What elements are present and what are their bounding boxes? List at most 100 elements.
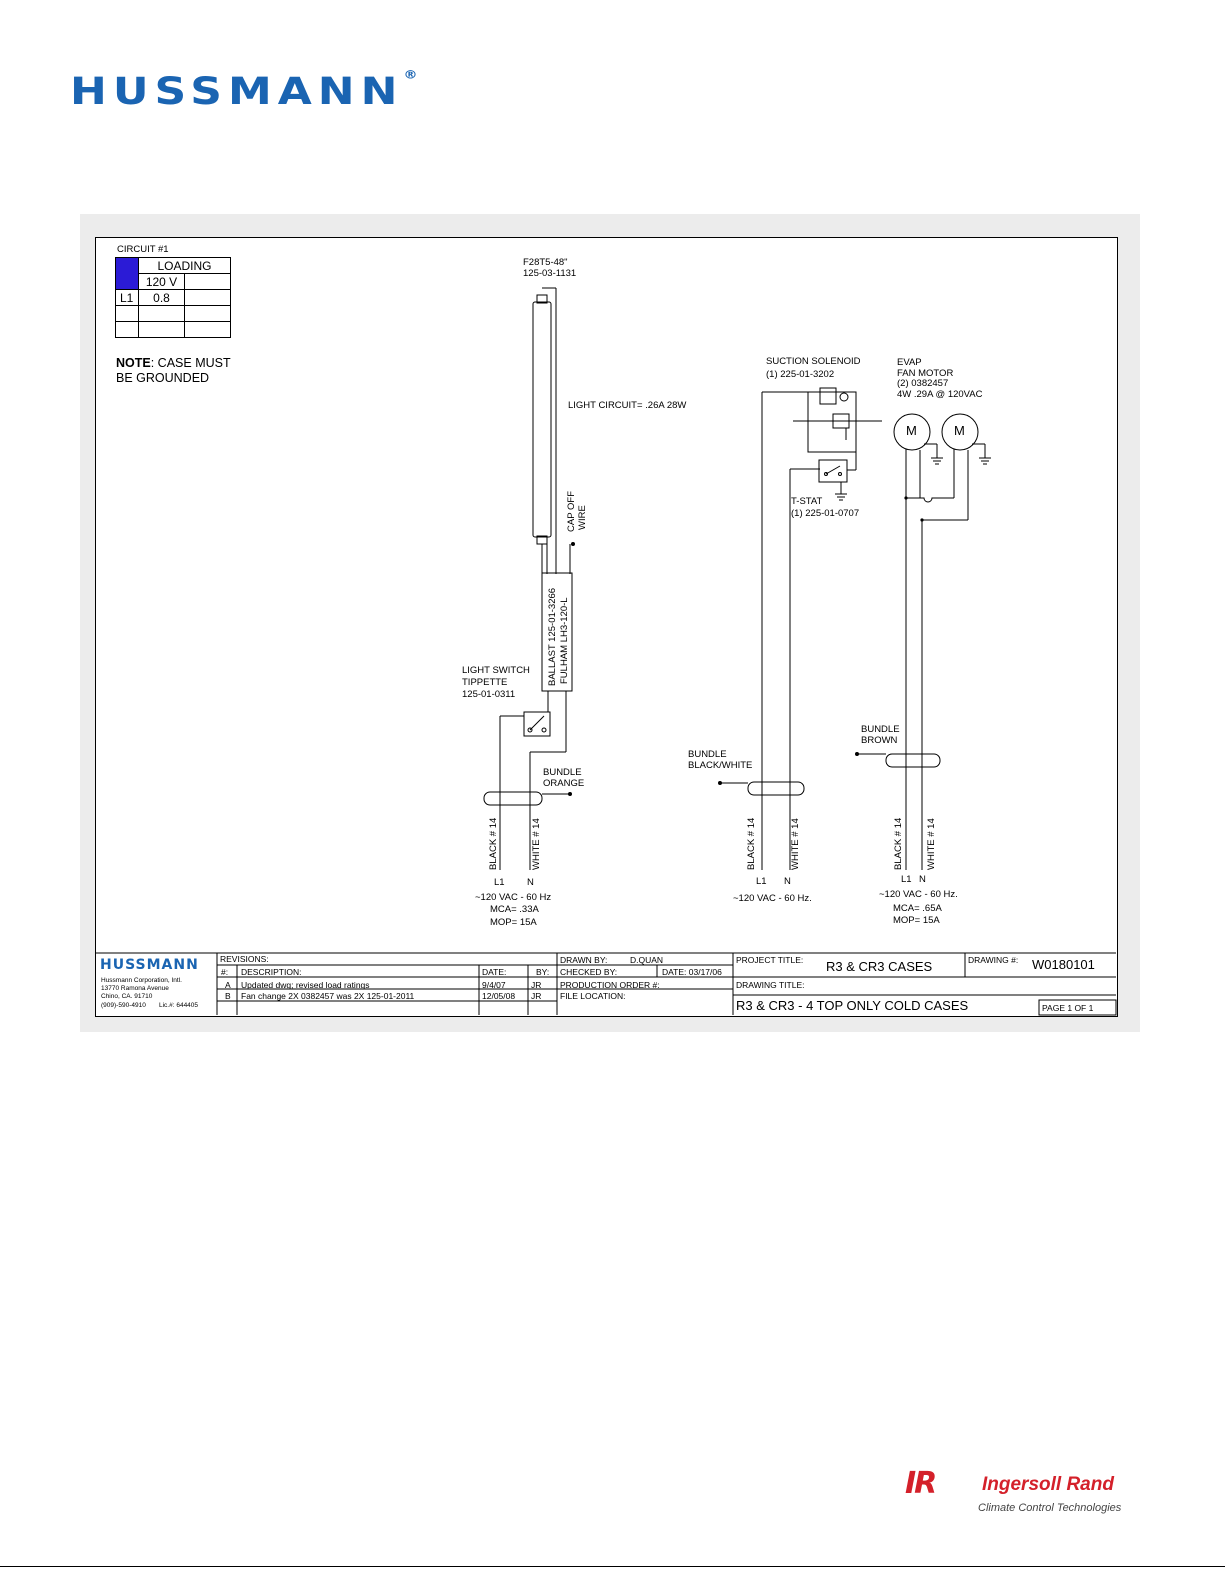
bundle-bw-label-1: BUNDLE <box>688 749 727 760</box>
project-title: R3 & CR3 CASES <box>826 959 933 974</box>
l1-label-3: L1 <box>901 874 912 885</box>
fan-motor-2 <box>941 413 979 451</box>
wire-white-3: WHITE # 14 <box>926 818 937 870</box>
n-label-3: N <box>919 874 926 885</box>
rev-col-date: DATE: <box>482 967 507 977</box>
motor-1-symbol: M <box>906 423 917 438</box>
wire-black-3: BLACK # 14 <box>893 817 904 870</box>
bundle-brown <box>885 753 941 768</box>
suction-solenoid <box>807 391 857 453</box>
bundle-orange <box>483 791 543 806</box>
lamp-part: 125-03-1131 <box>523 268 577 279</box>
footer-divider <box>0 1566 1225 1567</box>
ir-mark-icon: IR <box>905 1466 937 1501</box>
rev-b-by: JR <box>531 991 542 1001</box>
fan-label-2: FAN MOTOR <box>897 368 954 379</box>
ballast <box>541 572 573 692</box>
l1-label-2: L1 <box>756 876 767 887</box>
drawing-frame <box>95 237 1118 1017</box>
wire-white-2: WHITE # 14 <box>790 818 801 870</box>
rev-b-num: B <box>225 991 231 1001</box>
wire-black-2: BLACK # 14 <box>746 817 757 870</box>
wire-label: WIRE <box>577 505 588 530</box>
drawn-by-label: DRAWN BY: <box>560 955 608 965</box>
company-license: Lic.#: 644405 <box>159 1002 199 1009</box>
motor-2-symbol: M <box>954 423 965 438</box>
drawing-number: W0180101 <box>1032 957 1095 972</box>
t-stat <box>818 459 848 483</box>
bundle-orange-label-1: BUNDLE <box>543 767 582 778</box>
fan-label-3: (2) 0382457 <box>897 378 949 389</box>
l1-label-1: L1 <box>494 877 505 888</box>
project-title-label: PROJECT TITLE: <box>736 955 804 965</box>
drawing-num-label: DRAWING #: <box>968 955 1019 965</box>
bundle-brown-label-1: BUNDLE <box>861 724 900 735</box>
tstat-label-1: T-STAT <box>791 496 823 507</box>
light-switch <box>523 711 551 737</box>
bundle-orange-label-2: ORANGE <box>543 778 585 789</box>
n-label-2: N <box>784 876 791 887</box>
tstat-label-2: (1) 225-01-0707 <box>791 508 860 519</box>
fan-label-4: 4W .29A @ 120VAC <box>897 389 983 400</box>
mca-3: MCA= .65A <box>893 903 942 914</box>
date-label: DATE: 03/17/06 <box>662 967 722 977</box>
row-value: 0.8 <box>138 289 185 306</box>
rev-col-by: BY: <box>536 967 550 977</box>
circuit-title: CIRCUIT #1 <box>117 244 169 255</box>
supply-1: ~120 VAC - 60 Hz <box>475 892 552 903</box>
drawing-title: R3 & CR3 - 4 TOP ONLY COLD CASES <box>736 998 969 1013</box>
supply-2: ~120 VAC - 60 Hz. <box>733 893 812 904</box>
bundle-black-white <box>747 781 805 796</box>
page-number: PAGE 1 OF 1 <box>1042 1003 1094 1013</box>
fan-label-1: EVAP <box>897 357 922 368</box>
bundle-bw-label-2: BLACK/WHITE <box>688 760 753 771</box>
rev-col-desc: DESCRIPTION: <box>241 967 302 977</box>
title-block-logo: HUSSMANN <box>100 957 199 973</box>
row-label: L1 <box>115 289 139 306</box>
hussmann-logo: HUSSMANN® <box>70 68 418 114</box>
title-block-grid <box>95 952 1117 1016</box>
ingersoll-rand-logo: IR Ingersoll Rand Climate Control Techno… <box>905 1466 1122 1514</box>
fan-motor-1 <box>893 413 931 451</box>
rev-a-date: 9/4/07 <box>482 980 506 990</box>
company-address-2: Chino, CA. 91710 <box>101 993 153 1000</box>
solenoid-label-1: SUCTION SOLENOID <box>766 356 861 367</box>
mca-1: MCA= .33A <box>490 904 539 915</box>
bundle-brown-label-2: BROWN <box>861 735 898 746</box>
company-name: Hussmann Corporation, Intl. <box>101 977 182 984</box>
ballast-label-2: FULHAM LH3-120-L <box>559 597 570 684</box>
file-location-label: FILE LOCATION: <box>560 991 626 1001</box>
light-switch-label-1: LIGHT SWITCH <box>462 665 530 676</box>
rev-col-num: #: <box>221 967 229 977</box>
wire-black-1: BLACK # 14 <box>488 817 499 870</box>
wire-white-1: WHITE # 14 <box>531 818 542 870</box>
checked-by-label: CHECKED BY: <box>560 967 618 977</box>
solenoid-label-2: (1) 225-01-3202 <box>766 369 835 380</box>
fluorescent-lamp <box>532 287 575 574</box>
loading-table: LOADING 120 V L1 0.8 <box>115 257 231 338</box>
rev-b-date: 12/05/08 <box>482 991 516 1001</box>
rev-b-desc: Fan change 2X 0382457 was 2X 125-01-2011 <box>241 991 415 1001</box>
light-switch-label-3: 125-01-0311 <box>462 689 516 700</box>
rev-a-desc: Updated dwg; revised load ratings <box>241 980 370 990</box>
supply-3: ~120 VAC - 60 Hz. <box>879 889 958 900</box>
lamp-model: F28T5-48" <box>523 257 568 268</box>
production-order-label: PRODUCTION ORDER #: <box>560 980 660 990</box>
n-label-1: N <box>527 877 534 888</box>
light-circuit-label: LIGHT CIRCUIT= .26A 28W <box>568 400 687 411</box>
rev-a-num: A <box>225 980 231 990</box>
drawn-by: D.QUAN <box>630 955 664 965</box>
accent-cell <box>115 257 139 274</box>
revisions-label: REVISIONS: <box>220 954 269 964</box>
ballast-label-1: BALLAST 125-01-3266 <box>547 587 558 686</box>
drawing-title-label: DRAWING TITLE: <box>736 980 805 990</box>
company-address-1: 13770 Ramona Avenue <box>101 985 169 992</box>
mop-3: MOP= 15A <box>893 915 940 926</box>
light-switch-label-2: TIPPETTE <box>462 677 508 688</box>
company-phone: (909)-590-4910 <box>101 1002 146 1009</box>
mop-1: MOP= 15A <box>490 917 537 928</box>
cap-off-label: CAP OFF <box>566 491 577 532</box>
rev-a-by: JR <box>531 980 542 990</box>
